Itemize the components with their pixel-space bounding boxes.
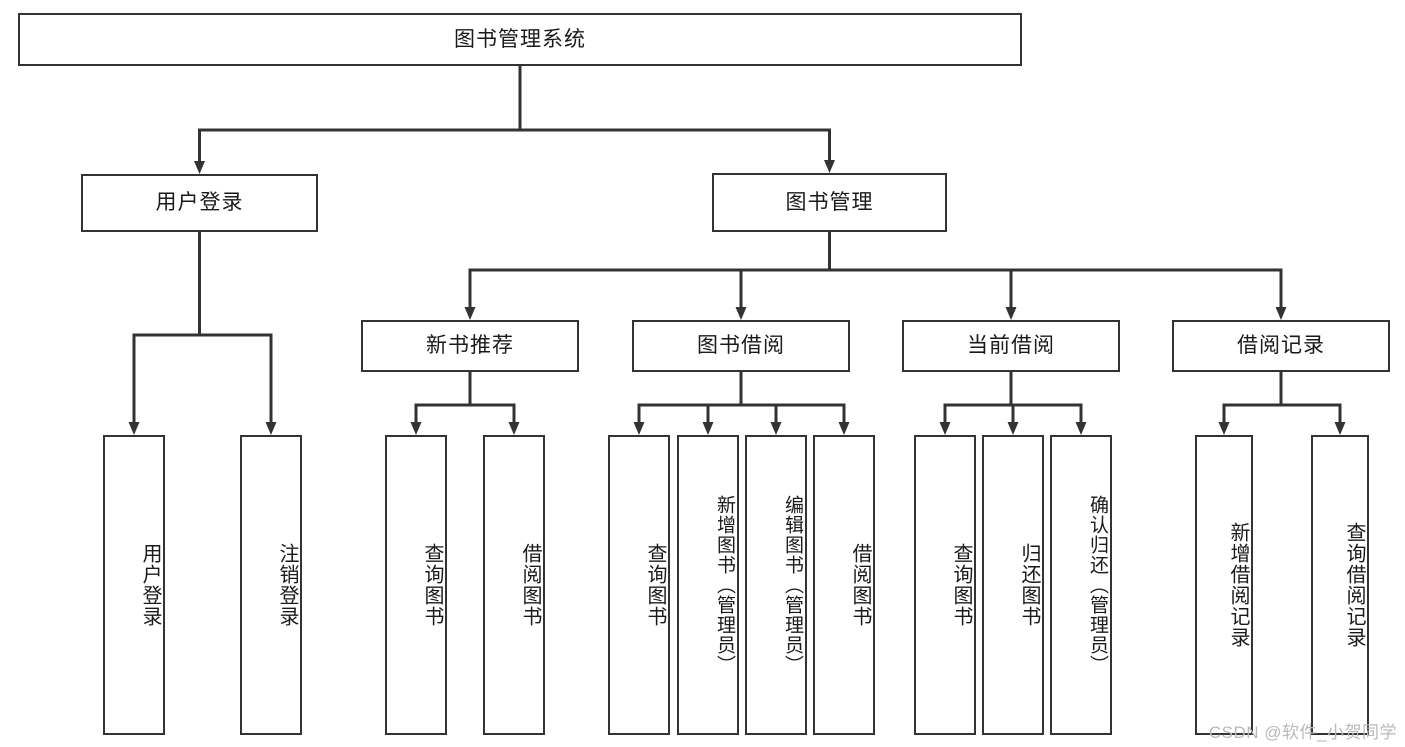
leaf-query-borrow-record-label: 查询借阅记录: [1343, 522, 1365, 648]
leaf-return-book[interactable]: 归还图书: [982, 435, 1044, 735]
leaf-logout[interactable]: 注销登录: [240, 435, 302, 735]
leaf-query-book-current-label: 查询图书: [950, 543, 972, 627]
leaf-logout-label: 注销登录: [276, 543, 298, 627]
leaf-add-book-label: 新增图书（管理员）: [714, 495, 735, 675]
leaf-borrow-book[interactable]: 借阅图书: [813, 435, 875, 735]
node-book-borrow[interactable]: 图书借阅: [632, 320, 850, 372]
leaf-add-borrow-record-label: 新增借阅记录: [1227, 522, 1249, 648]
leaf-edit-book-label: 编辑图书（管理员）: [782, 495, 803, 675]
leaf-add-book[interactable]: 新增图书（管理员）: [677, 435, 739, 735]
leaf-confirm-return-label: 确认归还（管理员）: [1087, 495, 1108, 675]
node-new-book-recommend-label: 新书推荐: [426, 334, 514, 358]
node-user-login-label: 用户登录: [155, 191, 244, 215]
leaf-borrow-book-recommend-label: 借阅图书: [519, 543, 541, 627]
leaf-borrow-book-label: 借阅图书: [849, 543, 871, 627]
node-new-book-recommend[interactable]: 新书推荐: [361, 320, 579, 372]
node-current-borrow[interactable]: 当前借阅: [902, 320, 1120, 372]
node-book-manage-label: 图书管理: [785, 190, 874, 214]
node-user-login[interactable]: 用户登录: [81, 174, 318, 232]
leaf-query-borrow-record[interactable]: 查询借阅记录: [1311, 435, 1369, 735]
node-root-label: 图书管理系统: [454, 27, 586, 51]
node-root[interactable]: 图书管理系统: [18, 13, 1022, 66]
node-borrow-record[interactable]: 借阅记录: [1172, 320, 1390, 372]
leaf-query-book-current[interactable]: 查询图书: [914, 435, 976, 735]
csdn-watermark: CSDN @软件_小贺同学: [1208, 723, 1397, 742]
node-book-manage[interactable]: 图书管理: [712, 173, 947, 232]
node-book-borrow-label: 图书借阅: [697, 334, 785, 358]
leaf-query-book-recommend[interactable]: 查询图书: [385, 435, 447, 735]
leaf-query-book-borrow[interactable]: 查询图书: [608, 435, 670, 735]
leaf-add-borrow-record[interactable]: 新增借阅记录: [1195, 435, 1253, 735]
leaf-confirm-return[interactable]: 确认归还（管理员）: [1050, 435, 1112, 735]
leaf-user-login[interactable]: 用户登录: [103, 435, 165, 735]
node-current-borrow-label: 当前借阅: [967, 334, 1055, 358]
leaf-query-book-recommend-label: 查询图书: [421, 543, 443, 627]
leaf-edit-book[interactable]: 编辑图书（管理员）: [745, 435, 807, 735]
leaf-query-book-borrow-label: 查询图书: [644, 543, 666, 627]
leaf-return-book-label: 归还图书: [1018, 543, 1040, 627]
leaf-borrow-book-recommend[interactable]: 借阅图书: [483, 435, 545, 735]
leaf-user-login-label: 用户登录: [139, 543, 161, 627]
node-borrow-record-label: 借阅记录: [1237, 334, 1325, 358]
